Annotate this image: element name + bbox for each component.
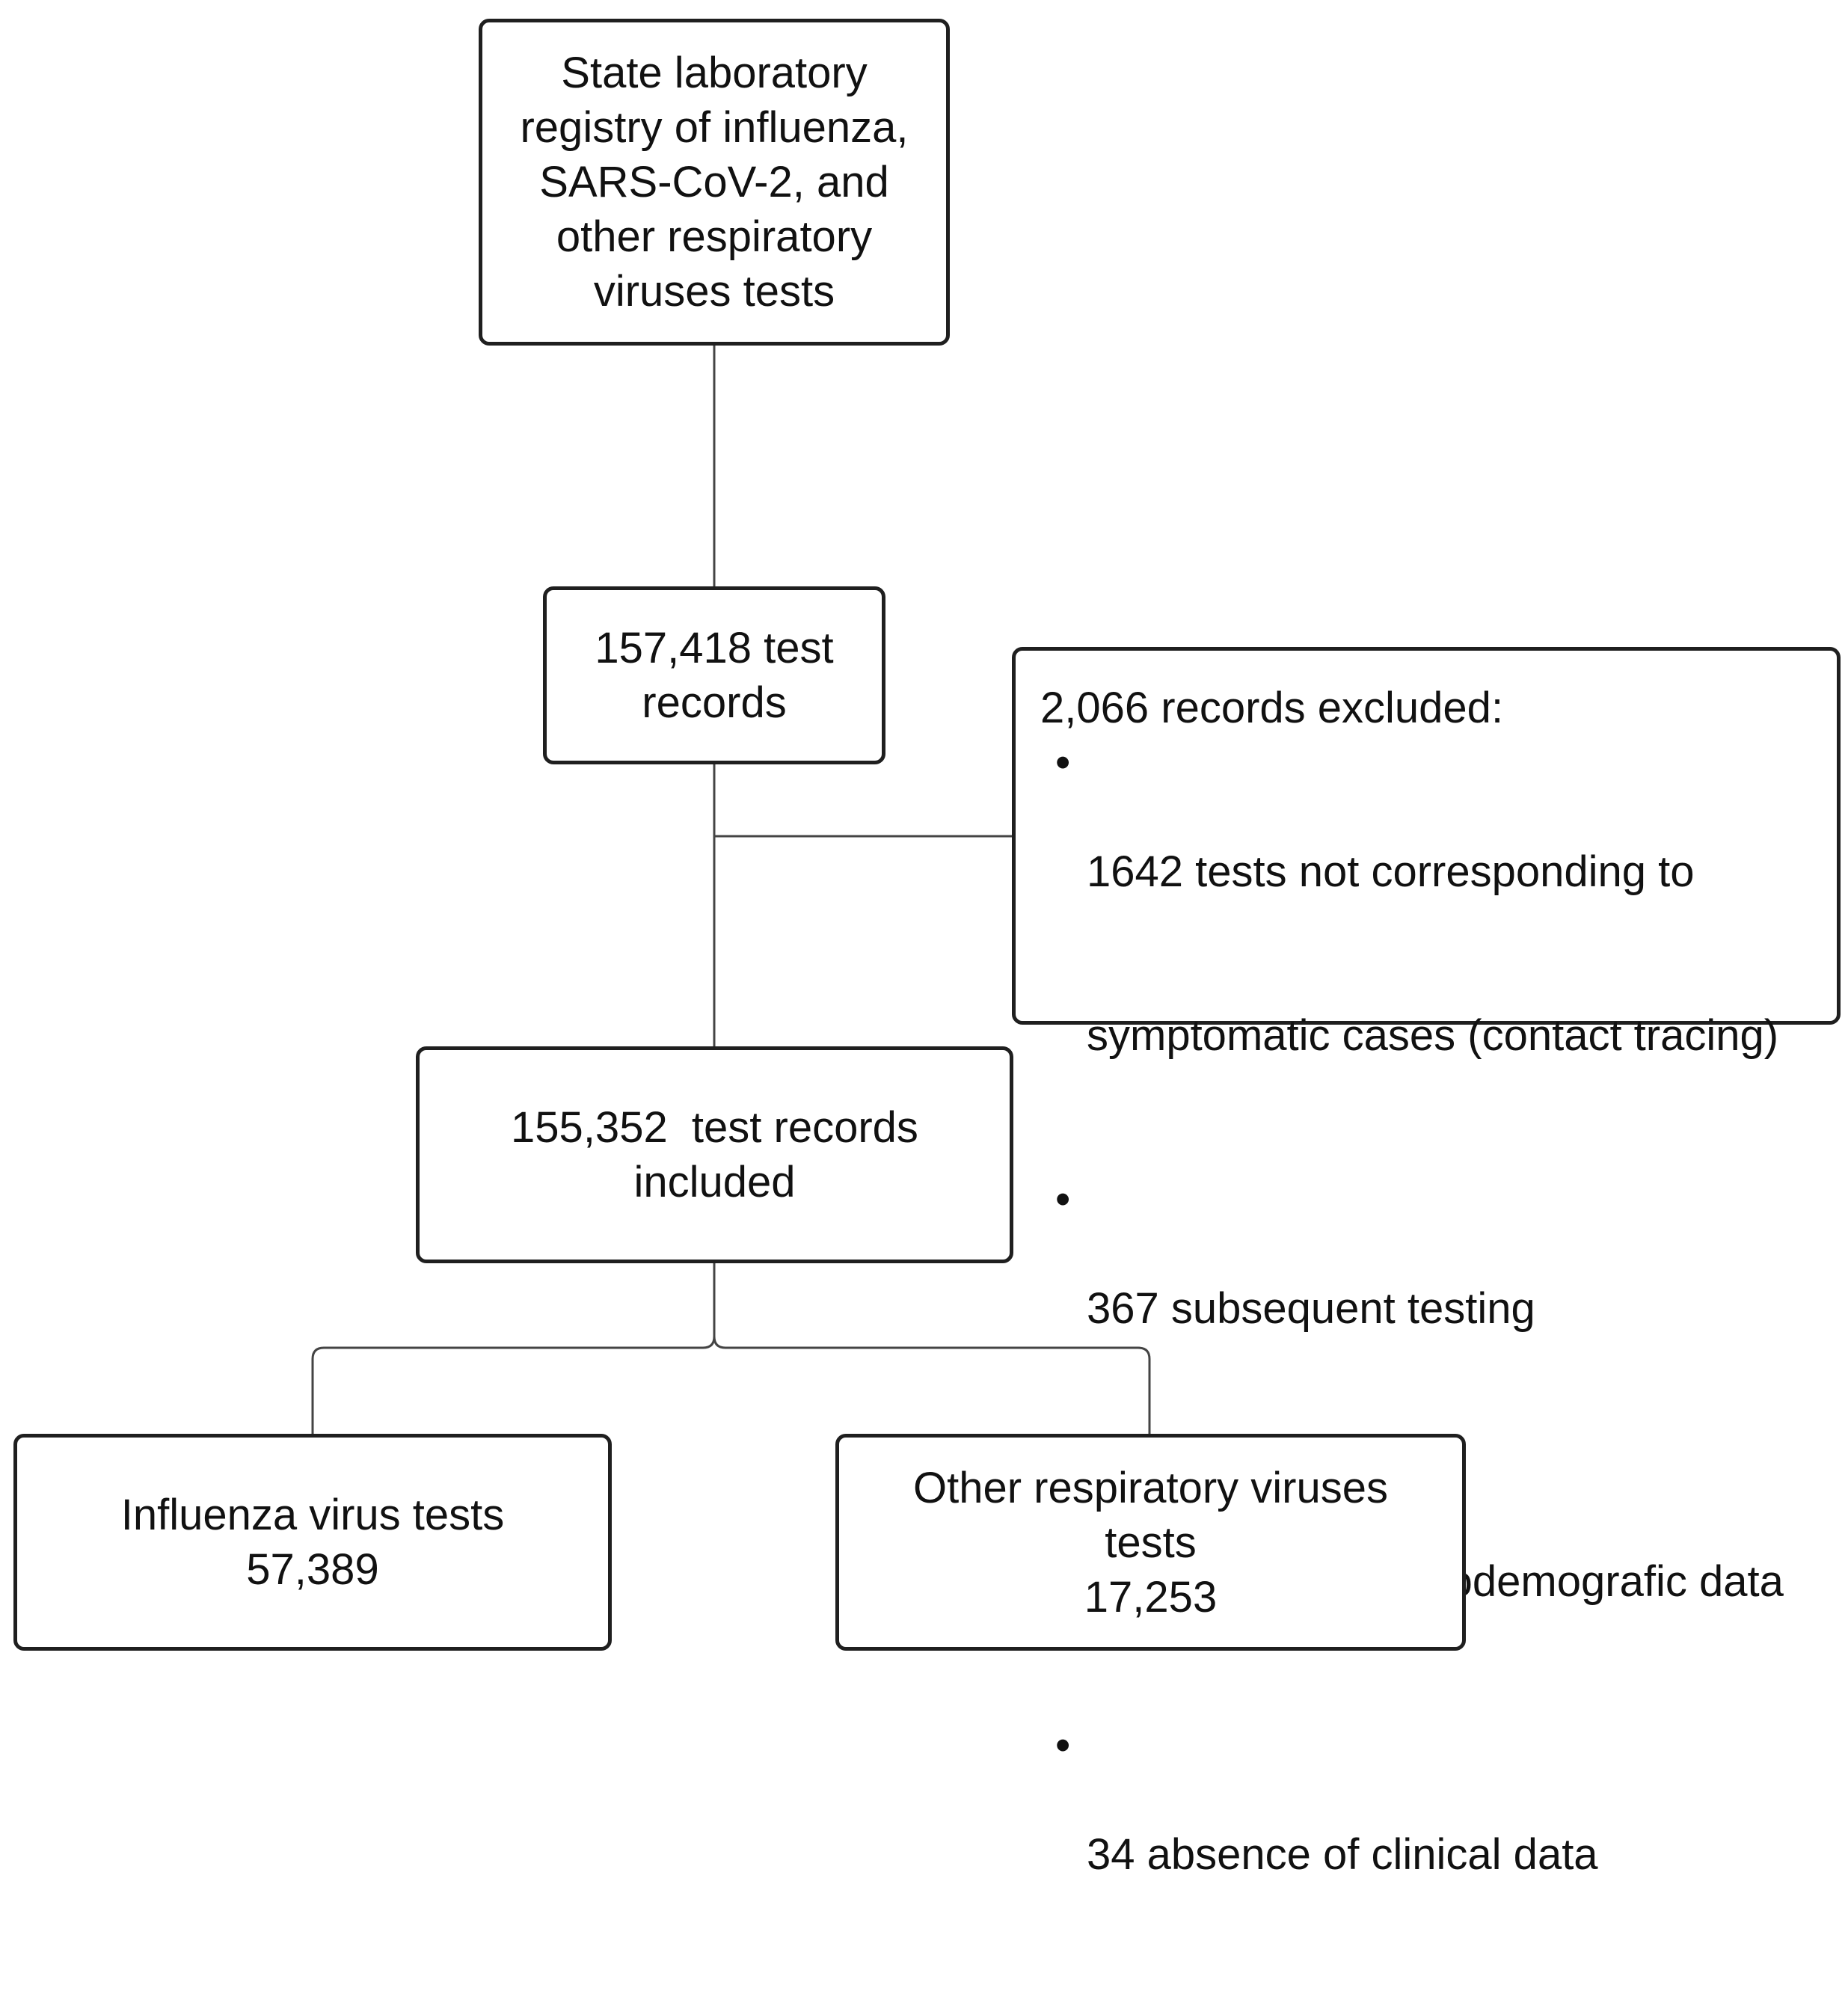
exclusion-list: 1642 tests not corresponding to symptoma… — [1040, 735, 1784, 1991]
included-line: 155,352 test records — [511, 1103, 918, 1152]
included-line: included — [633, 1158, 796, 1206]
exclusion-line: 34 absence of clinical data — [1087, 1830, 1598, 1879]
connector-split-left — [311, 1336, 716, 1434]
source-registry-box: State laboratory registry of influenza, … — [479, 19, 950, 346]
other-line: tests — [1105, 1518, 1197, 1567]
exclusion-line: symptomatic cases (contact tracing) — [1087, 1011, 1779, 1060]
test-records-box: 157,418 test records — [543, 586, 885, 764]
exclusion-line: 367 subsequent testing — [1087, 1284, 1535, 1333]
included-records-box: 155,352 test records included — [416, 1046, 1013, 1263]
source-line: State laboratory — [561, 49, 868, 97]
excluded-heading: 2,066 records excluded: — [1040, 684, 1504, 732]
exclusion-item: 34 absence of clinical data — [1040, 1718, 1784, 1991]
influenza-tests-box: Influenza virus tests 57,389 — [13, 1434, 612, 1651]
source-line: registry of influenza, — [520, 103, 909, 152]
records-line: 157,418 test — [595, 624, 834, 672]
influenza-count: 57,389 — [246, 1545, 379, 1594]
other-count: 17,253 — [1084, 1572, 1218, 1622]
excluded-records-box: 2,066 records excluded: 1642 tests not c… — [1012, 647, 1841, 1879]
other-viruses-tests-box: Other respiratory viruses tests 17,253 — [835, 1434, 1466, 1651]
other-line: Other respiratory viruses — [913, 1463, 1388, 1512]
influenza-line: Influenza virus tests — [120, 1491, 505, 1539]
exclusion-item: 367 subsequent testing — [1040, 1172, 1784, 1445]
source-line: viruses tests — [593, 267, 835, 316]
records-line: records — [642, 678, 787, 727]
exclusion-item: 1642 tests not corresponding to symptoma… — [1040, 735, 1784, 1172]
source-line: SARS-CoV-2, and — [539, 158, 889, 206]
exclusion-line: 1642 tests not corresponding to — [1087, 847, 1695, 896]
source-line: other respiratory — [556, 212, 873, 261]
